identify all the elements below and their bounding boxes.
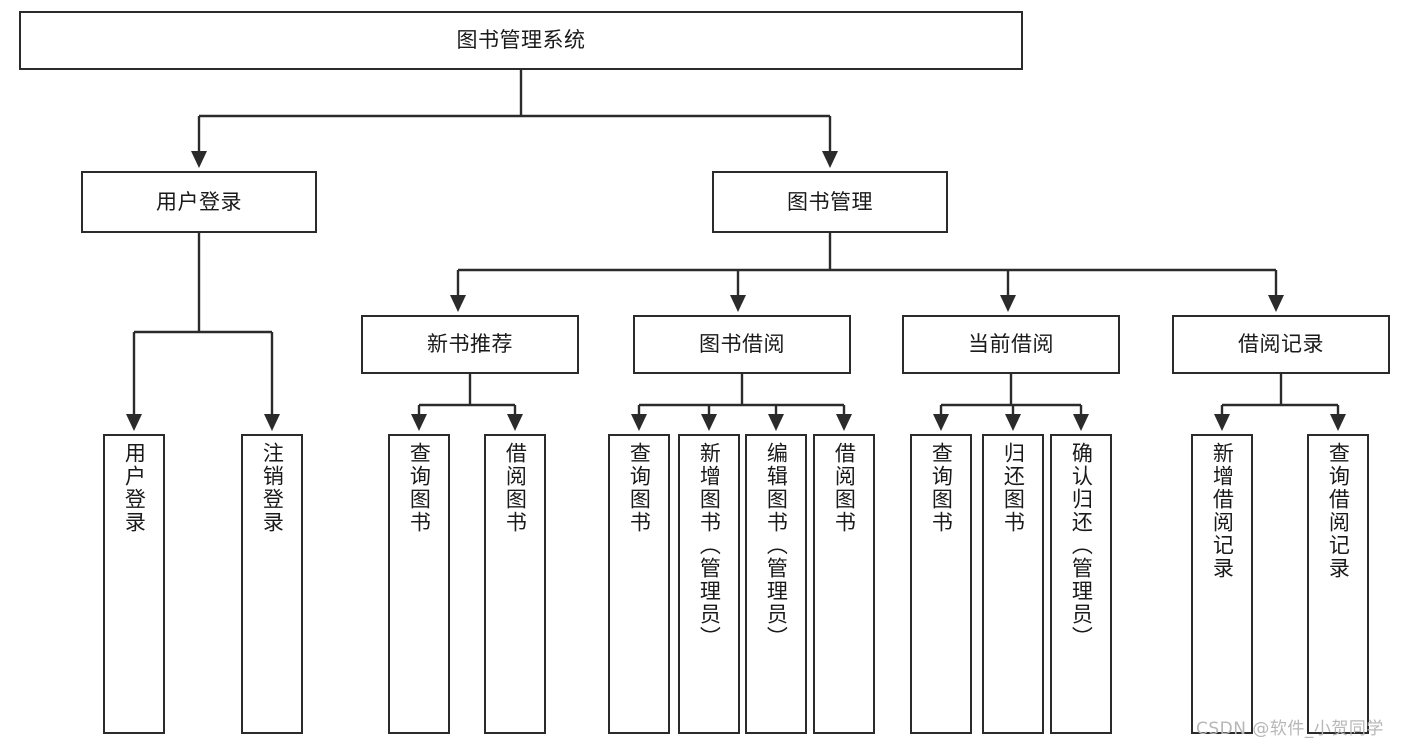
node-leaf-1: 注销登录 xyxy=(241,434,303,734)
node-level3-0: 新书推荐 xyxy=(361,315,579,374)
group-2-arrow-2-head xyxy=(1073,414,1089,431)
node-root: 图书管理系统 xyxy=(19,11,1023,70)
node-label: 新增借阅记录 xyxy=(1210,442,1235,580)
node-label: 查询图书 xyxy=(627,442,652,534)
node-label: 借阅记录 xyxy=(1238,332,1324,357)
manage-arrow-3-head xyxy=(1268,295,1284,312)
node-label: 编辑图书（管理员） xyxy=(764,442,789,649)
node-leaf-11: 新增借阅记录 xyxy=(1191,434,1253,734)
manage-arrow-1-head xyxy=(730,295,746,312)
node-level3-3: 借阅记录 xyxy=(1172,315,1390,374)
group-2-arrow-1-head xyxy=(1005,414,1021,431)
login-arrow-1-head xyxy=(264,414,280,431)
node-label: 图书管理系统 xyxy=(456,28,586,53)
group-2-arrow-0-head xyxy=(933,414,949,431)
manage-arrow-0-head xyxy=(450,295,466,312)
node-leaf-6: 编辑图书（管理员） xyxy=(745,434,807,734)
node-leaf-12: 查询借阅记录 xyxy=(1307,434,1369,734)
node-label: 图书借阅 xyxy=(699,332,785,357)
node-level2-1: 图书管理 xyxy=(712,171,948,233)
node-label: 用户登录 xyxy=(122,442,147,534)
group-3-arrow-0-head xyxy=(1214,414,1230,431)
node-leaf-7: 借阅图书 xyxy=(813,434,875,734)
root-arrow-1-head xyxy=(822,151,838,168)
node-label: 查询图书 xyxy=(407,442,432,534)
node-label: 确认归还（管理员） xyxy=(1069,442,1094,649)
node-level2-0: 用户登录 xyxy=(81,171,317,233)
manage-arrow-2-head xyxy=(1000,295,1016,312)
node-leaf-10: 确认归还（管理员） xyxy=(1050,434,1112,734)
group-0-arrow-1-head xyxy=(507,414,523,431)
node-label: 新增图书（管理员） xyxy=(697,442,722,649)
node-label: 当前借阅 xyxy=(968,332,1054,357)
node-label: 用户登录 xyxy=(156,189,242,214)
node-label: 借阅图书 xyxy=(503,442,528,534)
node-label: 借阅图书 xyxy=(832,442,857,534)
node-level3-2: 当前借阅 xyxy=(902,315,1120,374)
root-arrow-0-head xyxy=(191,151,207,168)
node-leaf-4: 查询图书 xyxy=(608,434,670,734)
node-leaf-3: 借阅图书 xyxy=(484,434,546,734)
group-1-arrow-0-head xyxy=(631,414,647,431)
node-label: 查询借阅记录 xyxy=(1326,442,1351,580)
node-leaf-5: 新增图书（管理员） xyxy=(678,434,740,734)
node-label: 新书推荐 xyxy=(427,332,513,357)
node-label: 查询图书 xyxy=(929,442,954,534)
node-label: 归还图书 xyxy=(1001,442,1026,534)
group-1-arrow-2-head xyxy=(768,414,784,431)
node-leaf-9: 归还图书 xyxy=(982,434,1044,734)
node-label: 图书管理 xyxy=(787,189,873,214)
node-leaf-2: 查询图书 xyxy=(388,434,450,734)
node-leaf-8: 查询图书 xyxy=(910,434,972,734)
group-1-arrow-3-head xyxy=(836,414,852,431)
group-1-arrow-1-head xyxy=(701,414,717,431)
group-3-arrow-1-head xyxy=(1330,414,1346,431)
node-level3-1: 图书借阅 xyxy=(633,315,851,374)
group-0-arrow-0-head xyxy=(411,414,427,431)
login-arrow-0-head xyxy=(126,414,142,431)
node-leaf-0: 用户登录 xyxy=(103,434,165,734)
node-label: 注销登录 xyxy=(260,442,285,534)
